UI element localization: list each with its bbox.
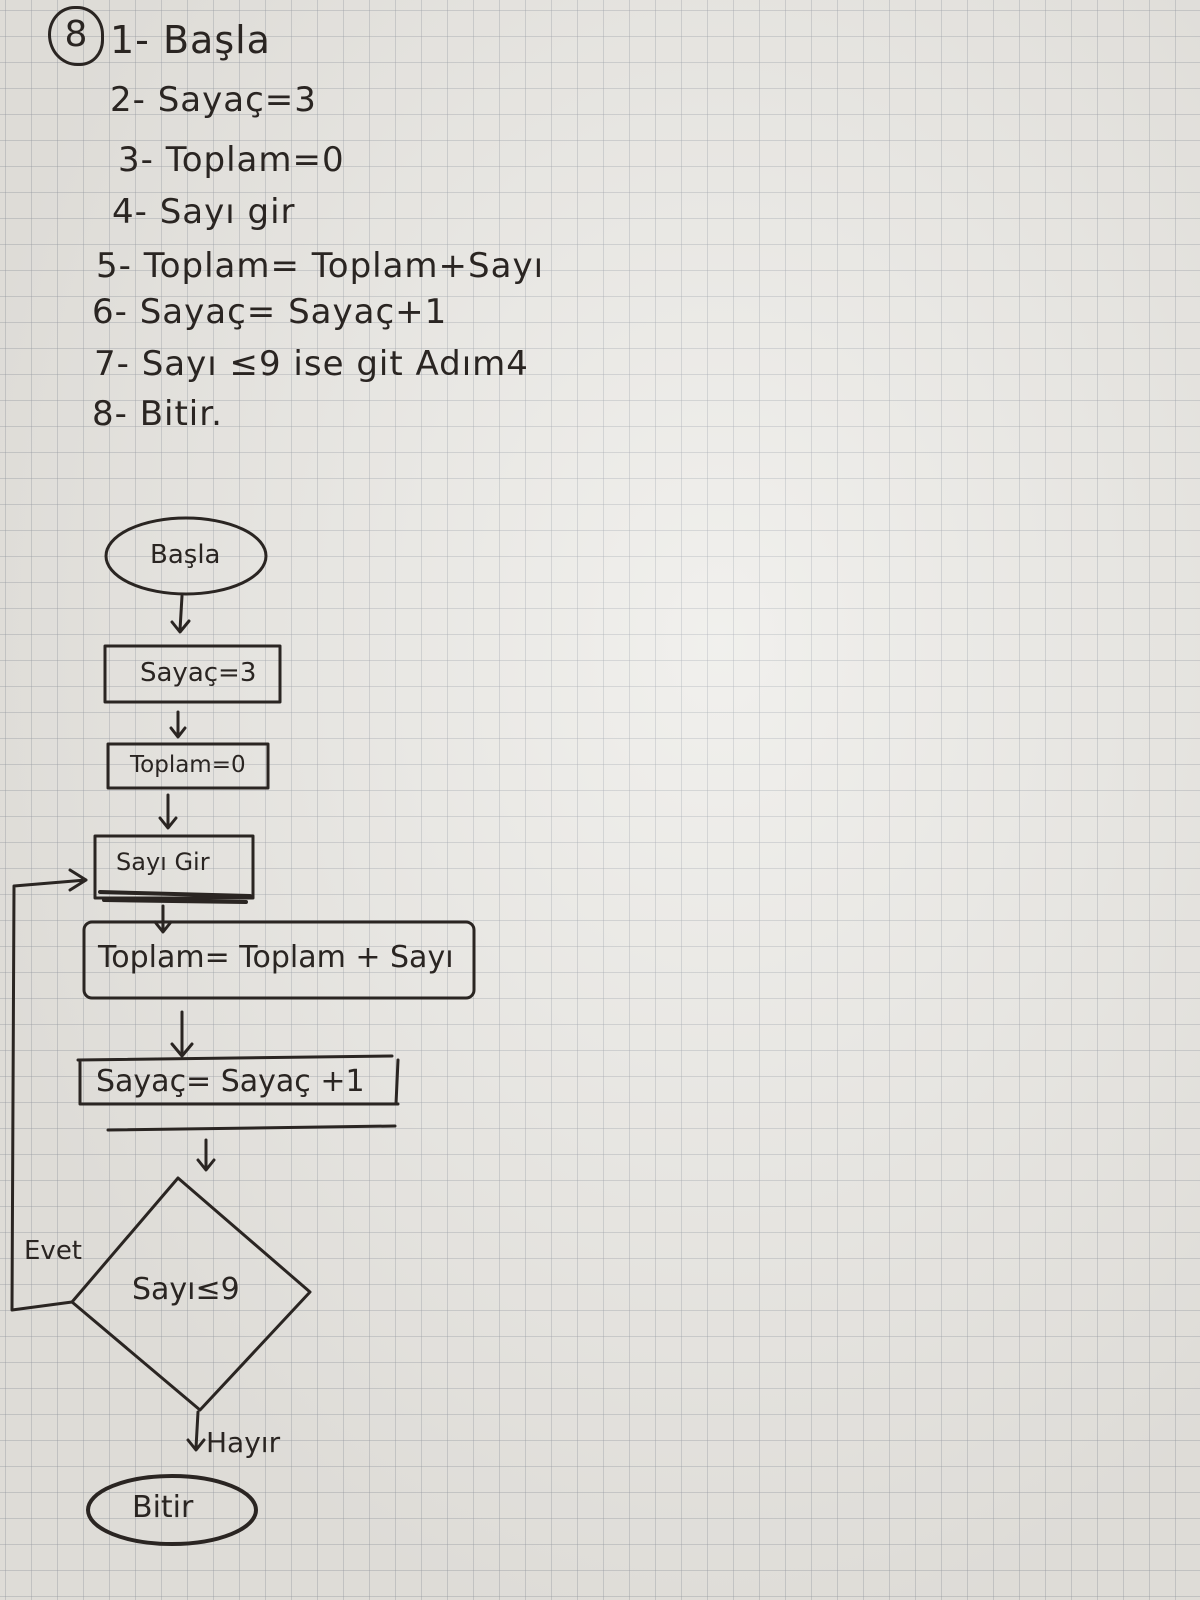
yes-label: Evet xyxy=(24,1236,83,1266)
step-3: 3- Toplam=0 xyxy=(118,140,345,180)
input-underline xyxy=(98,890,252,904)
counter-process-box xyxy=(103,644,282,704)
no-label: Hayır xyxy=(206,1426,281,1459)
arrow-no-to-end xyxy=(186,1410,206,1452)
decision-diamond xyxy=(70,1176,312,1412)
total-label: Toplam=0 xyxy=(130,752,246,778)
arrow-input-to-add xyxy=(153,904,173,934)
arrow-counter-to-total xyxy=(169,710,187,739)
step-4: 4- Sayı gir xyxy=(112,192,296,232)
step-6: 6- Sayaç= Sayaç+1 xyxy=(92,292,448,332)
add-label: Toplam= Toplam + Sayı xyxy=(98,940,454,975)
step-8: 8- Bitir. xyxy=(92,394,223,434)
step-2: 2- Sayaç=3 xyxy=(110,80,317,120)
counter-label: Sayaç=3 xyxy=(140,658,257,688)
arrow-increment-to-decision xyxy=(196,1138,216,1172)
step-1: 1- Başla xyxy=(110,18,271,62)
step-5: 5- Toplam= Toplam+Sayı xyxy=(96,246,545,286)
arrow-total-to-input xyxy=(158,793,178,830)
step-7: 7- Sayı ≤9 ise git Adım4 xyxy=(94,344,529,384)
arrow-start-to-counter xyxy=(170,594,191,634)
yes-loop-arrow xyxy=(10,868,88,1312)
increment-label: Sayaç= Sayaç +1 xyxy=(96,1064,365,1099)
arrow-add-to-increment xyxy=(170,1010,194,1058)
question-number: 8 xyxy=(48,6,104,66)
increment-process-box xyxy=(76,1054,400,1132)
decision-label: Sayı≤9 xyxy=(132,1272,240,1307)
start-terminal xyxy=(104,516,268,596)
end-terminal xyxy=(86,1474,258,1546)
input-label: Sayı Gir xyxy=(116,848,210,876)
total-process-box xyxy=(106,742,270,790)
end-label: Bitir xyxy=(132,1490,194,1525)
input-box xyxy=(93,834,255,900)
add-process-box xyxy=(82,920,476,1000)
start-label: Başla xyxy=(150,540,221,570)
